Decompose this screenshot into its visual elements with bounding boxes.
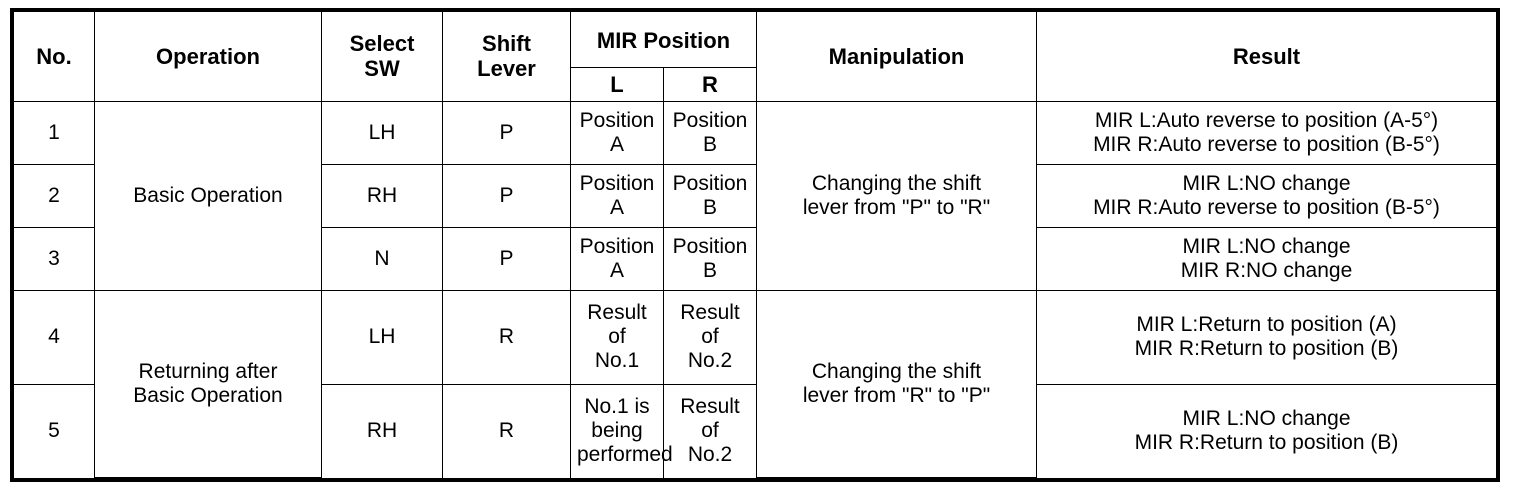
column-header-select-sw: Select SW [321, 12, 443, 102]
column-header-mir-l: L [570, 67, 664, 102]
specification-table-frame: No. Operation Select SW Shift Lever MIR … [10, 8, 1500, 482]
cell-mir-l: Position A [570, 226, 664, 291]
cell-select-sw: N [321, 226, 443, 291]
cell-result: MIR L:NO change MIR R:NO change [1036, 226, 1496, 291]
cell-no: 4 [14, 289, 95, 385]
column-header-operation: Operation [94, 12, 322, 102]
cell-select-sw: RH [321, 163, 443, 228]
column-header-mir-position-label: MIR Position [596, 27, 731, 53]
cell-mir-r: Position B [663, 163, 757, 228]
table-row: 5 RH R No.1 is being performed Result of… [14, 383, 1496, 478]
cell-result: MIR L:NO change MIR R:Auto reverse to po… [1036, 163, 1496, 228]
cell-manipulation: Changing the shift lever from "P" to "R" [756, 100, 1037, 291]
cell-operation: Returning after Basic Operation [94, 289, 322, 479]
table-header-row-primary: No. Operation Select SW Shift Lever MIR … [14, 12, 1496, 102]
cell-manipulation: Changing the shift lever from "R" to "P" [756, 289, 1037, 479]
cell-mir-l: Position A [570, 163, 664, 228]
cell-mir-r: Position B [663, 226, 757, 291]
cell-no: 1 [14, 100, 95, 165]
column-header-mir-position-group: MIR Position [570, 12, 757, 69]
column-header-no: No. [14, 12, 95, 102]
table-header-row-secondary: L R [14, 67, 1496, 102]
column-header-result: Result [1036, 12, 1496, 102]
table-row: 4 Returning after Basic Operation LH R R… [14, 289, 1496, 479]
cell-shift-lever: P [442, 100, 571, 165]
cell-select-sw: RH [321, 383, 443, 478]
cell-mir-l: Position A [570, 100, 664, 165]
cell-mir-r: Result of No.2 [663, 383, 757, 478]
cell-mir-l: Result of No.1 [570, 289, 664, 385]
column-header-manipulation: Manipulation [756, 12, 1037, 102]
cell-result: MIR L:Auto reverse to position (A-5°) MI… [1036, 100, 1496, 165]
column-header-mir-r: R [663, 67, 757, 102]
cell-operation: Basic Operation [94, 100, 322, 291]
cell-no: 3 [14, 226, 95, 291]
cell-shift-lever: R [442, 383, 571, 478]
table-row: 3 N P Position A Position B MIR L:NO cha… [14, 226, 1496, 291]
cell-shift-lever: P [442, 226, 571, 291]
cell-shift-lever: R [442, 289, 571, 385]
cell-select-sw: LH [321, 100, 443, 165]
cell-select-sw: LH [321, 289, 443, 385]
table-row: 2 RH P Position A Position B MIR L:NO ch… [14, 163, 1496, 228]
cell-mir-l: No.1 is being performed [570, 383, 673, 478]
cell-result: MIR L:NO change MIR R:Return to position… [1036, 383, 1496, 478]
table-row: 1 Basic Operation LH P Position A Positi… [14, 100, 1496, 291]
cell-no: 5 [14, 383, 95, 478]
cell-mir-r: Position B [663, 100, 757, 165]
cell-mir-r: Result of No.2 [663, 289, 757, 385]
cell-result: MIR L:Return to position (A) MIR R:Retur… [1036, 289, 1496, 385]
mirror-operation-table: No. Operation Select SW Shift Lever MIR … [14, 12, 1496, 479]
column-header-shift-lever: Shift Lever [442, 12, 571, 102]
cell-no: 2 [14, 163, 95, 228]
cell-shift-lever: P [442, 163, 571, 228]
